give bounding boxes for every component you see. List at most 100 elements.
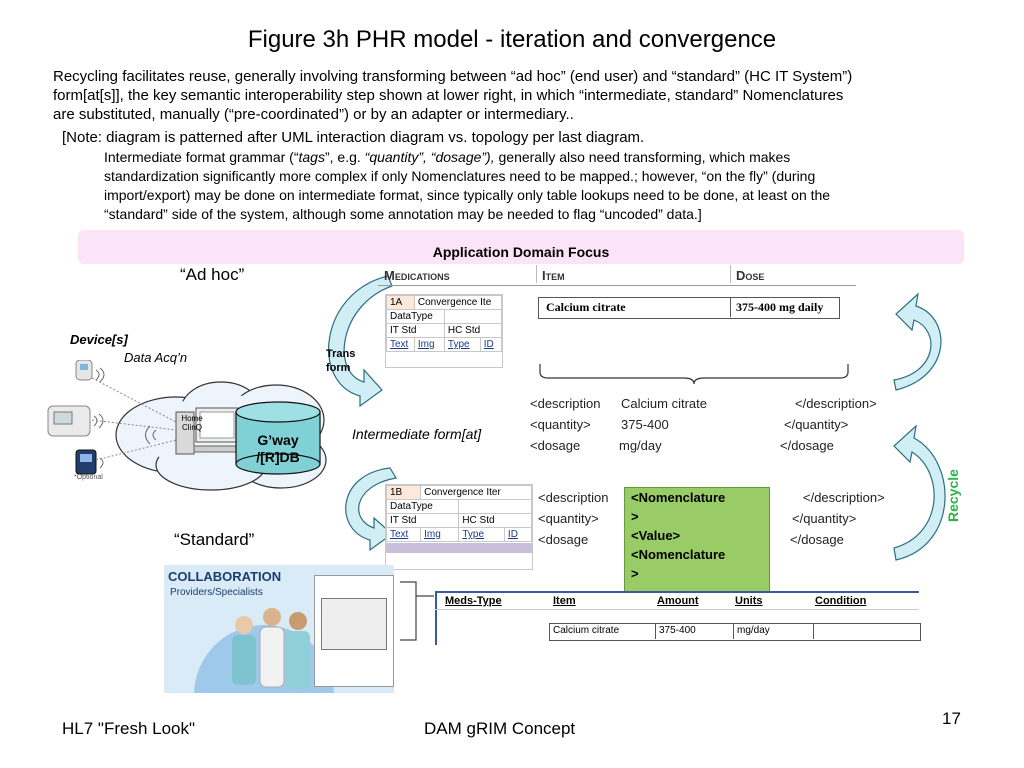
sub-note-line-3: import/export) may be done on intermedia…: [104, 187, 831, 203]
transform-arrow-top-icon: [328, 275, 393, 408]
xml-bottom-qty-close: </quantity>: [792, 511, 857, 526]
computer-screen-icon: [314, 575, 394, 687]
collaboration-subtitle: Providers/Specialists: [170, 587, 263, 598]
conv-1b-id-link[interactable]: ID: [503, 527, 533, 542]
item-header: Item: [542, 268, 565, 283]
std-amount-value: 375-400: [659, 625, 696, 636]
home-clinic-label: Home ClinQ: [181, 414, 203, 432]
xml-top-qty-open: <quantity>: [530, 417, 591, 432]
recycle-label: Recycle: [945, 469, 961, 522]
ad-hoc-label: “Ad hoc”: [180, 265, 245, 284]
conv-1b-datatype: DataType: [385, 499, 460, 514]
xml-top-desc-close: </description>: [795, 396, 877, 411]
device-label: Device[s]: [70, 332, 128, 347]
intro-paragraph: Recycling facilitates reuse, generally i…: [53, 67, 1013, 124]
nomenclature-line-2: >: [631, 509, 639, 524]
transform-arrow-bottom-icon: [345, 467, 397, 552]
xml-bottom-dos-open: <dosage: [538, 532, 589, 547]
nomenclature-line-4: <Nomenclature: [631, 547, 726, 562]
transform-arrows: [328, 275, 397, 552]
gateway-label-line-2: /[R]DB: [256, 449, 300, 465]
standard-label: “Standard”: [174, 530, 255, 549]
xml-top-desc-val: Calcium citrate: [621, 396, 707, 411]
recycle-arrow-top-icon: [893, 292, 942, 391]
xml-bottom-desc-close: </description>: [803, 490, 885, 505]
conv-1a-type-link[interactable]: Type: [443, 337, 481, 352]
sub-note-line-4: “standard” side of the system, although …: [104, 206, 702, 222]
std-item-value: Calcium citrate: [553, 625, 620, 636]
xml-bottom-desc-open: <description: [538, 490, 609, 505]
conv-1a-it-std: IT Std: [386, 323, 445, 338]
transform-label-line-2: form: [326, 362, 351, 374]
sub-note: Intermediate format grammar (“tags”, e.g…: [104, 148, 984, 224]
conv-1a-img-link[interactable]: Img: [413, 337, 445, 352]
conv-1a-hc-std: HC Std: [443, 323, 503, 338]
dose-header: Dose: [736, 268, 765, 283]
conv-1b-text-link[interactable]: Text: [385, 527, 422, 542]
top-brace: [539, 364, 849, 385]
blood-pressure-monitor-icon: [47, 405, 91, 437]
conv-1a-id: 1A: [386, 295, 415, 310]
conv-1b-hc-std: HC Std: [458, 513, 532, 528]
conv-1a-text-link[interactable]: Text: [386, 337, 415, 352]
std-units-value: mg/day: [737, 625, 770, 636]
dose-value: 375-400 mg daily: [736, 300, 824, 314]
nomenclature-line-1: <Nomenclature: [631, 490, 726, 505]
xml-top-desc-open: <description: [530, 396, 601, 411]
condition-header: Condition: [815, 595, 867, 607]
footer-left: HL7 "Fresh Look": [62, 719, 196, 738]
xml-top-qty-close: </quantity>: [784, 417, 849, 432]
conv-1b-name: Convergence Iter: [420, 485, 532, 500]
screen-bracket: [400, 581, 434, 641]
conv-1b-type-link[interactable]: Type: [458, 527, 505, 542]
recycle-arrow-bottom-icon: [893, 424, 946, 561]
device-cloud-diagram: [47, 360, 327, 491]
recycle-arrows: [893, 292, 946, 561]
xml-top-dos-val: mg/day: [619, 438, 662, 453]
standard-meds-table: Meds-Type Item Amount Units Condition Ca…: [435, 591, 921, 645]
conv-1b-id: 1B: [385, 485, 422, 500]
collaboration-title: COLLABORATION: [168, 569, 282, 584]
application-domain-label: Application Domain Focus: [432, 244, 610, 260]
nomenclature-box: <Nomenclature > <Value> <Nomenclature >: [624, 487, 770, 593]
optional-device-icon: [75, 449, 97, 475]
conv-1b-img-link[interactable]: Img: [420, 527, 460, 542]
gateway-label: G’way /[R]DB: [236, 432, 320, 466]
xml-top-qty-val: 375-400: [621, 417, 669, 432]
conv-1b-it-std: IT Std: [385, 513, 460, 528]
transform-label-line-1: Trans: [326, 348, 356, 360]
intro-line-1: Recycling facilitates reuse, generally i…: [53, 68, 853, 85]
gateway-database-icon: [235, 401, 321, 475]
data-acq-label: Data Acq’n: [124, 350, 188, 365]
xml-bottom-qty-open: <quantity>: [538, 511, 599, 526]
slide-title: Figure 3h PHR model - iteration and conv…: [247, 26, 777, 53]
intro-line-2: form[at[s]], the key semantic interopera…: [53, 87, 844, 104]
home-computer-icon: [175, 407, 245, 455]
conv-1a-datatype: DataType: [386, 309, 445, 324]
item-value: Calcium citrate: [546, 300, 626, 314]
sub-note-line-1: Intermediate format grammar (“tags”, e.g…: [104, 149, 791, 165]
glucose-meter-icon: [75, 360, 93, 381]
std-item-header: Item: [553, 595, 576, 607]
nomenclature-line-5: >: [631, 566, 639, 581]
page-number: 17: [942, 709, 961, 728]
medications-header: Medications: [384, 268, 450, 283]
sub-note-line-2: standardization significantly more compl…: [104, 168, 816, 184]
xml-top-dos-open: <dosage: [530, 438, 581, 453]
conv-1a-name: Convergence Ite: [413, 295, 503, 310]
units-header: Units: [735, 595, 763, 607]
intermediate-format-label: Intermediate form[at]: [352, 426, 482, 442]
conv-1a-id-link[interactable]: ID: [479, 337, 503, 352]
nomenclature-line-3: <Value>: [631, 528, 681, 543]
footer-center: DAM gRIM Concept: [424, 719, 576, 738]
xml-top-dos-close: </dosage: [780, 438, 834, 453]
amount-header: Amount: [657, 595, 699, 607]
note-line: [Note: diagram is patterned after UML in…: [62, 129, 645, 146]
collaboration-image: COLLABORATION Providers/Specialists: [164, 565, 394, 693]
optional-label: *Optional: [74, 474, 103, 481]
medications-table: Medications Item Dose Calcium citrate 37…: [378, 265, 856, 321]
intro-line-3: are substituted, manually (“pre-coordina…: [53, 106, 574, 123]
xml-bottom-dos-close: </dosage: [790, 532, 844, 547]
gateway-label-line-1: G’way: [257, 432, 299, 448]
